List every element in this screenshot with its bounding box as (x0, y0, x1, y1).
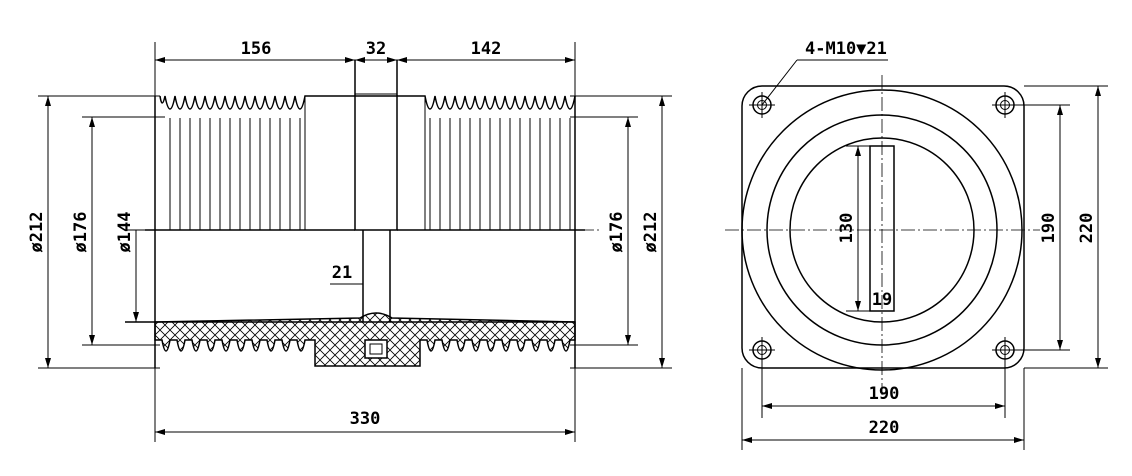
dim-19: 19 (872, 290, 892, 310)
dim-dia-176-right: ø176 (607, 212, 627, 253)
dim-156: 156 (241, 39, 272, 59)
thread-callout: 4-M10▼21 (805, 39, 887, 59)
dim-190-vertical: 190 (1039, 213, 1059, 244)
front-dimension-lines (742, 86, 1101, 443)
dim-32: 32 (366, 39, 386, 59)
flange-mid-ring (766, 114, 998, 346)
flange-outer-ring (741, 89, 1023, 371)
front-extension-lines (741, 85, 1108, 450)
dim-190-horizontal: 190 (869, 384, 900, 404)
flange-inner-ring (789, 137, 975, 323)
dim-dia-144: ø144 (115, 212, 135, 253)
thread-leader (761, 59, 888, 106)
dim-dia-176-left: ø176 (71, 212, 91, 253)
dim-21: 21 (332, 263, 352, 283)
shed-lines-left (169, 96, 306, 230)
upper-sheds-right (397, 95, 576, 110)
square-flange (741, 85, 1025, 369)
dim-dia-212-left: ø212 (27, 212, 47, 253)
dim-130: 130 (837, 213, 857, 244)
dim-dia-212-right: ø212 (641, 212, 661, 253)
side-dimension-lines (45, 57, 665, 435)
dim-220-vertical: 220 (1077, 213, 1097, 244)
dim-330: 330 (350, 409, 381, 429)
front-view: 4-M10▼21 130 19 190 220 190 220 (725, 39, 1108, 450)
side-view: 156 32 142 330 21 ø212 ø176 ø144 ø176 ø2… (27, 39, 672, 442)
shed-lines-right (424, 96, 571, 230)
upper-sheds-left (159, 95, 355, 110)
metal-insert-core (369, 343, 383, 355)
dim-142: 142 (471, 39, 502, 59)
dim-220-horizontal: 220 (869, 418, 900, 438)
